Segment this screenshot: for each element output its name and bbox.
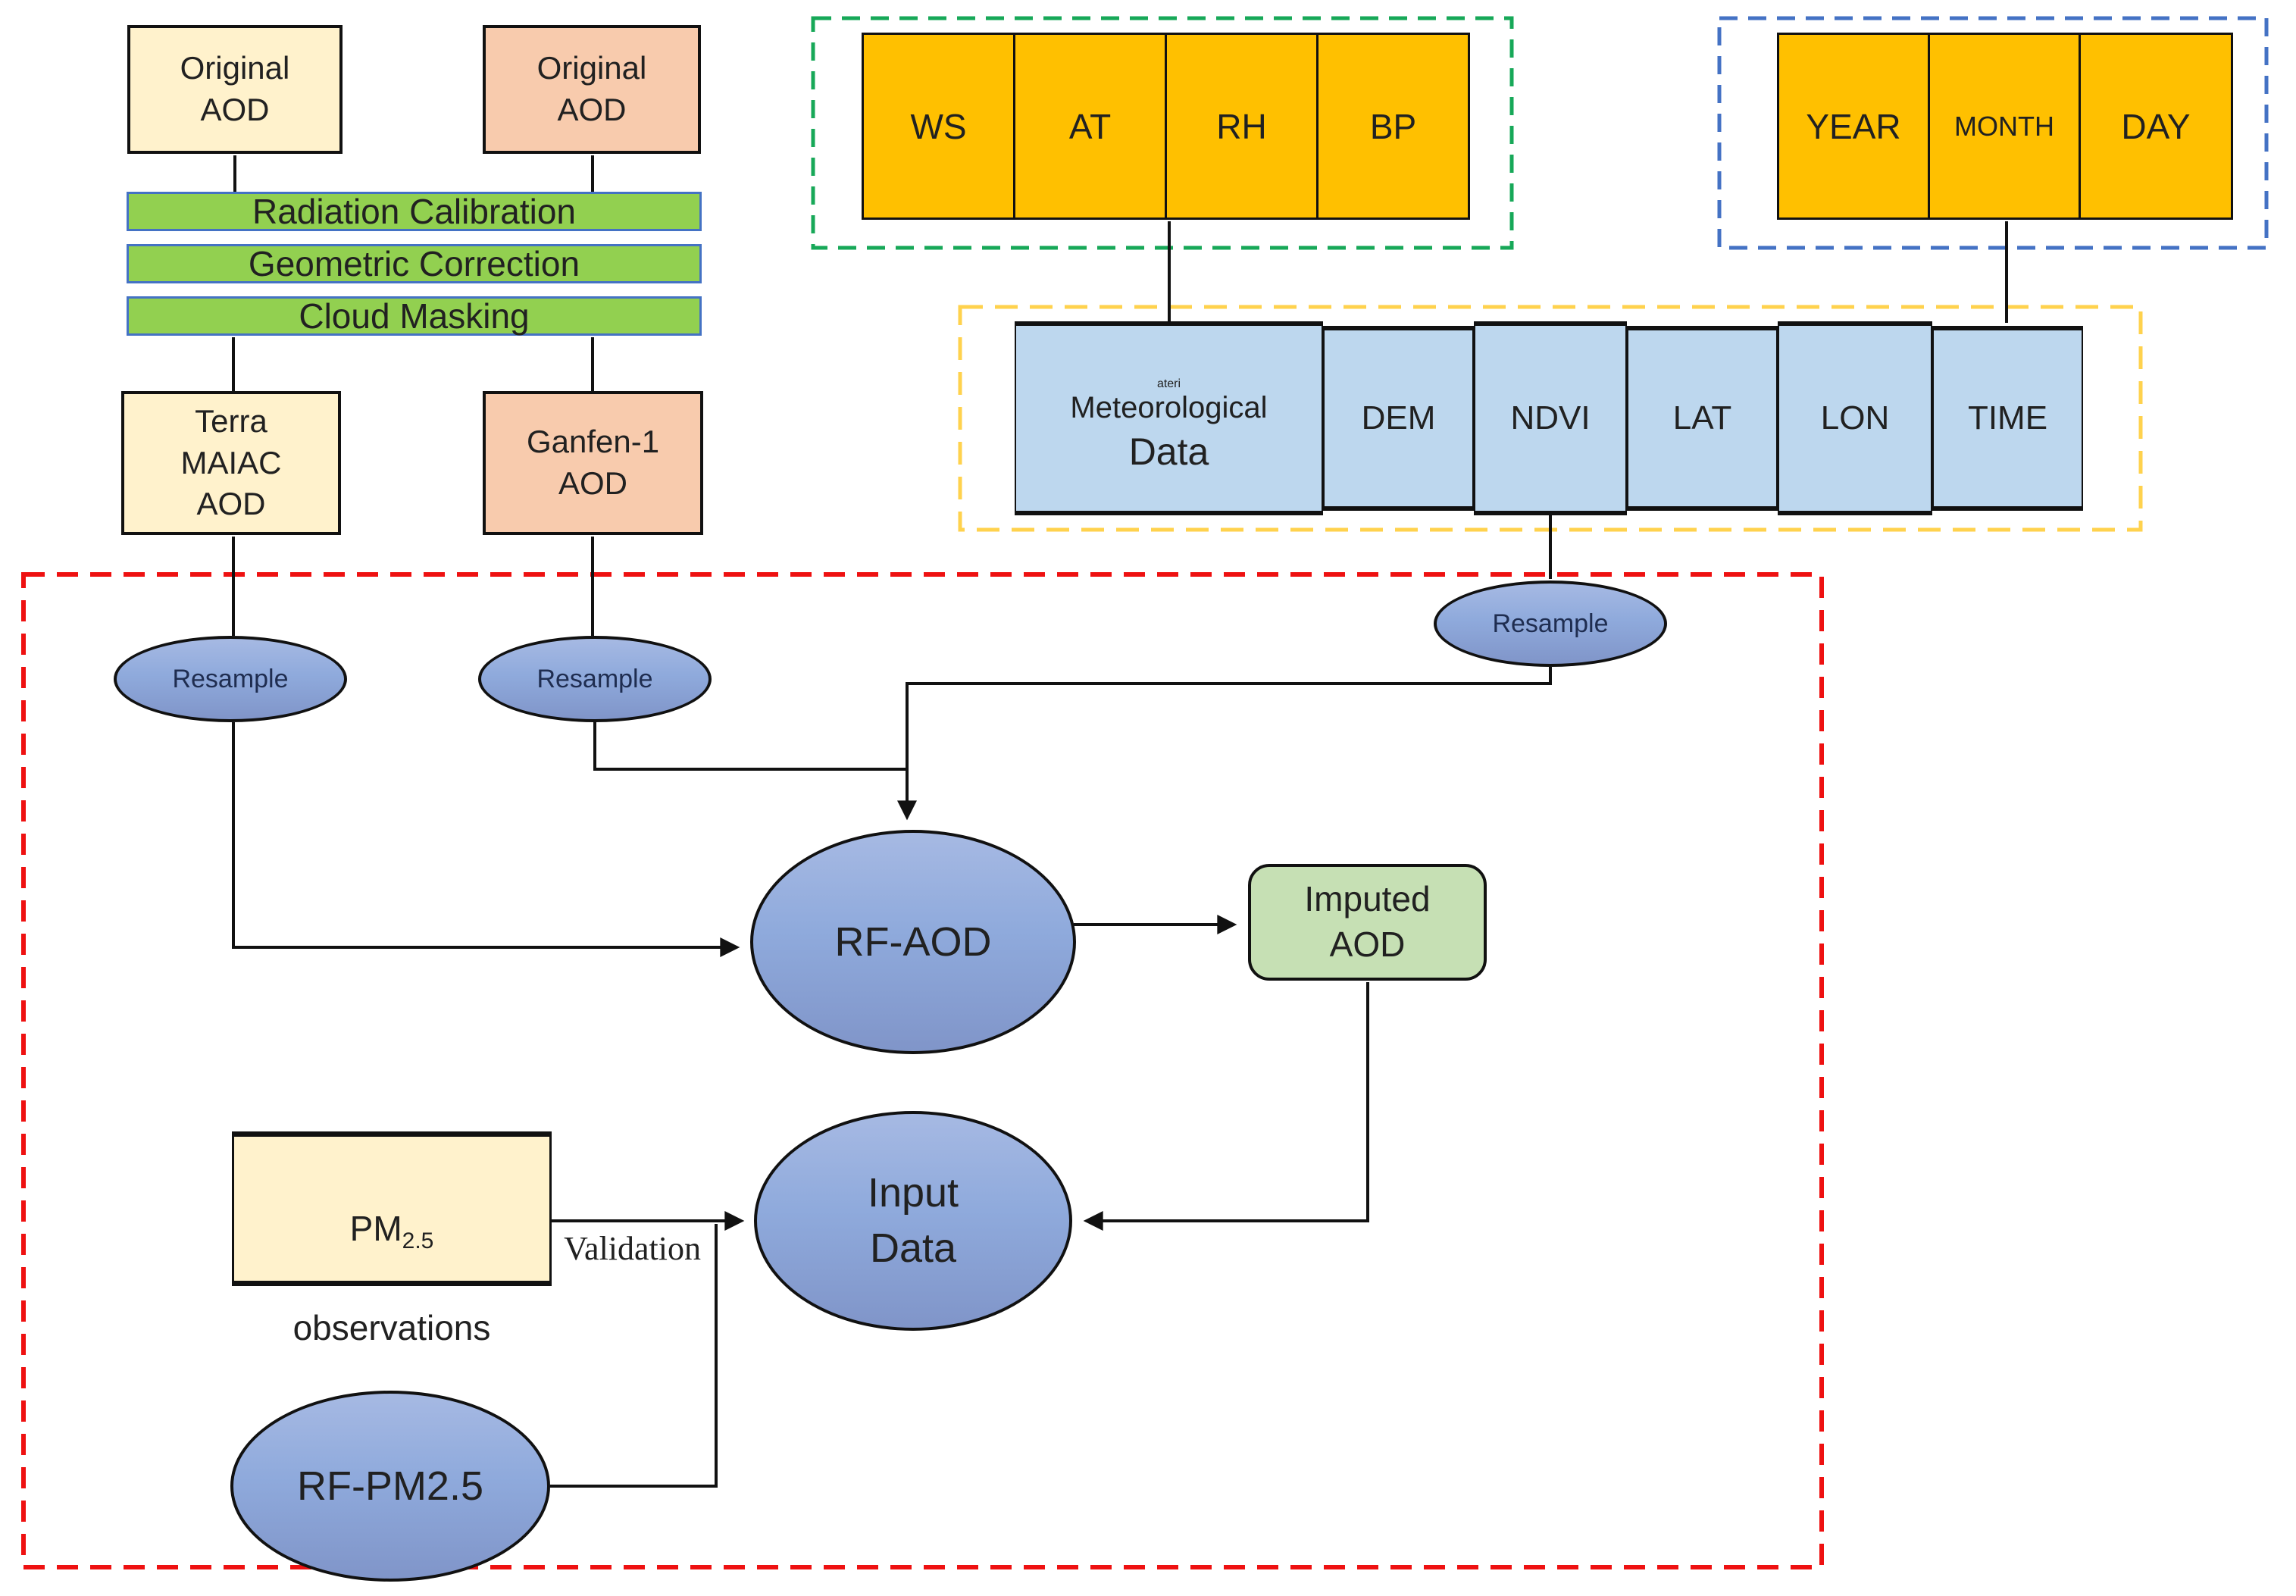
pm25-label-prefix: PM [349, 1209, 402, 1249]
step-geometric-correction: Geometric Correction [127, 244, 702, 283]
lon-box: LON [1778, 321, 1932, 515]
met-bp-box: BP [1316, 33, 1470, 220]
met-at-box: AT [1013, 33, 1167, 220]
resample-gaofen-ellipse: Resample [478, 636, 712, 722]
date-year-box: YEAR [1777, 33, 1930, 220]
pm25-label-suffix: observations [292, 1307, 491, 1347]
date-month-box: MONTH [1928, 33, 2081, 220]
date-day-box: DAY [2079, 33, 2233, 220]
met-group-border [811, 16, 1514, 250]
link-rfpm25-validation [550, 1224, 718, 1488]
link-imputed-input [1083, 982, 1369, 1231]
rf-pm25-ellipse: RF-PM2.5 [230, 1391, 550, 1582]
step-radiation-calibration: Radiation Calibration [127, 192, 702, 231]
original-aod-terra-box: Original AOD [127, 25, 343, 154]
original-aod-gaofen-box: Original AOD [483, 25, 701, 154]
met-ws-box: WS [862, 33, 1015, 220]
link-resample1-rfaod [232, 722, 740, 957]
terra-maiac-aod-box: Terra MAIAC AOD [121, 391, 341, 535]
met-rh-box: RH [1165, 33, 1318, 220]
time-box: TIME [1932, 326, 2083, 511]
meteorological-data-label-line2: Data [1128, 430, 1209, 473]
model-group-border [21, 572, 1824, 1569]
meteorological-data-label-line1: Meteorological [1070, 390, 1268, 424]
dem-box: DEM [1323, 326, 1474, 511]
imputed-aod-box: Imputed AOD [1248, 864, 1487, 981]
resample-features-ellipse: Resample [1434, 581, 1667, 667]
meteorological-data-box: ateri Meteorological Data [1015, 321, 1323, 515]
pm25-label-subscript: 2.5 [402, 1228, 434, 1254]
rf-aod-ellipse: RF-AOD [750, 830, 1076, 1054]
pm25-observations-box: PM2.5 observations [232, 1131, 552, 1347]
link-resample2-junction [593, 720, 907, 771]
date-group-border [1717, 16, 2269, 250]
lat-box: LAT [1627, 326, 1778, 511]
link-resample3-rfaod [897, 667, 1552, 821]
ndvi-box: NDVI [1474, 321, 1627, 515]
step-cloud-masking: Cloud Masking [127, 296, 702, 336]
input-data-ellipse: Input Data [754, 1111, 1072, 1331]
resample-terra-ellipse: Resample [114, 636, 347, 722]
validation-label: Validation [564, 1230, 701, 1267]
gaofen-aod-box: Ganfen-1 AOD [483, 391, 703, 535]
